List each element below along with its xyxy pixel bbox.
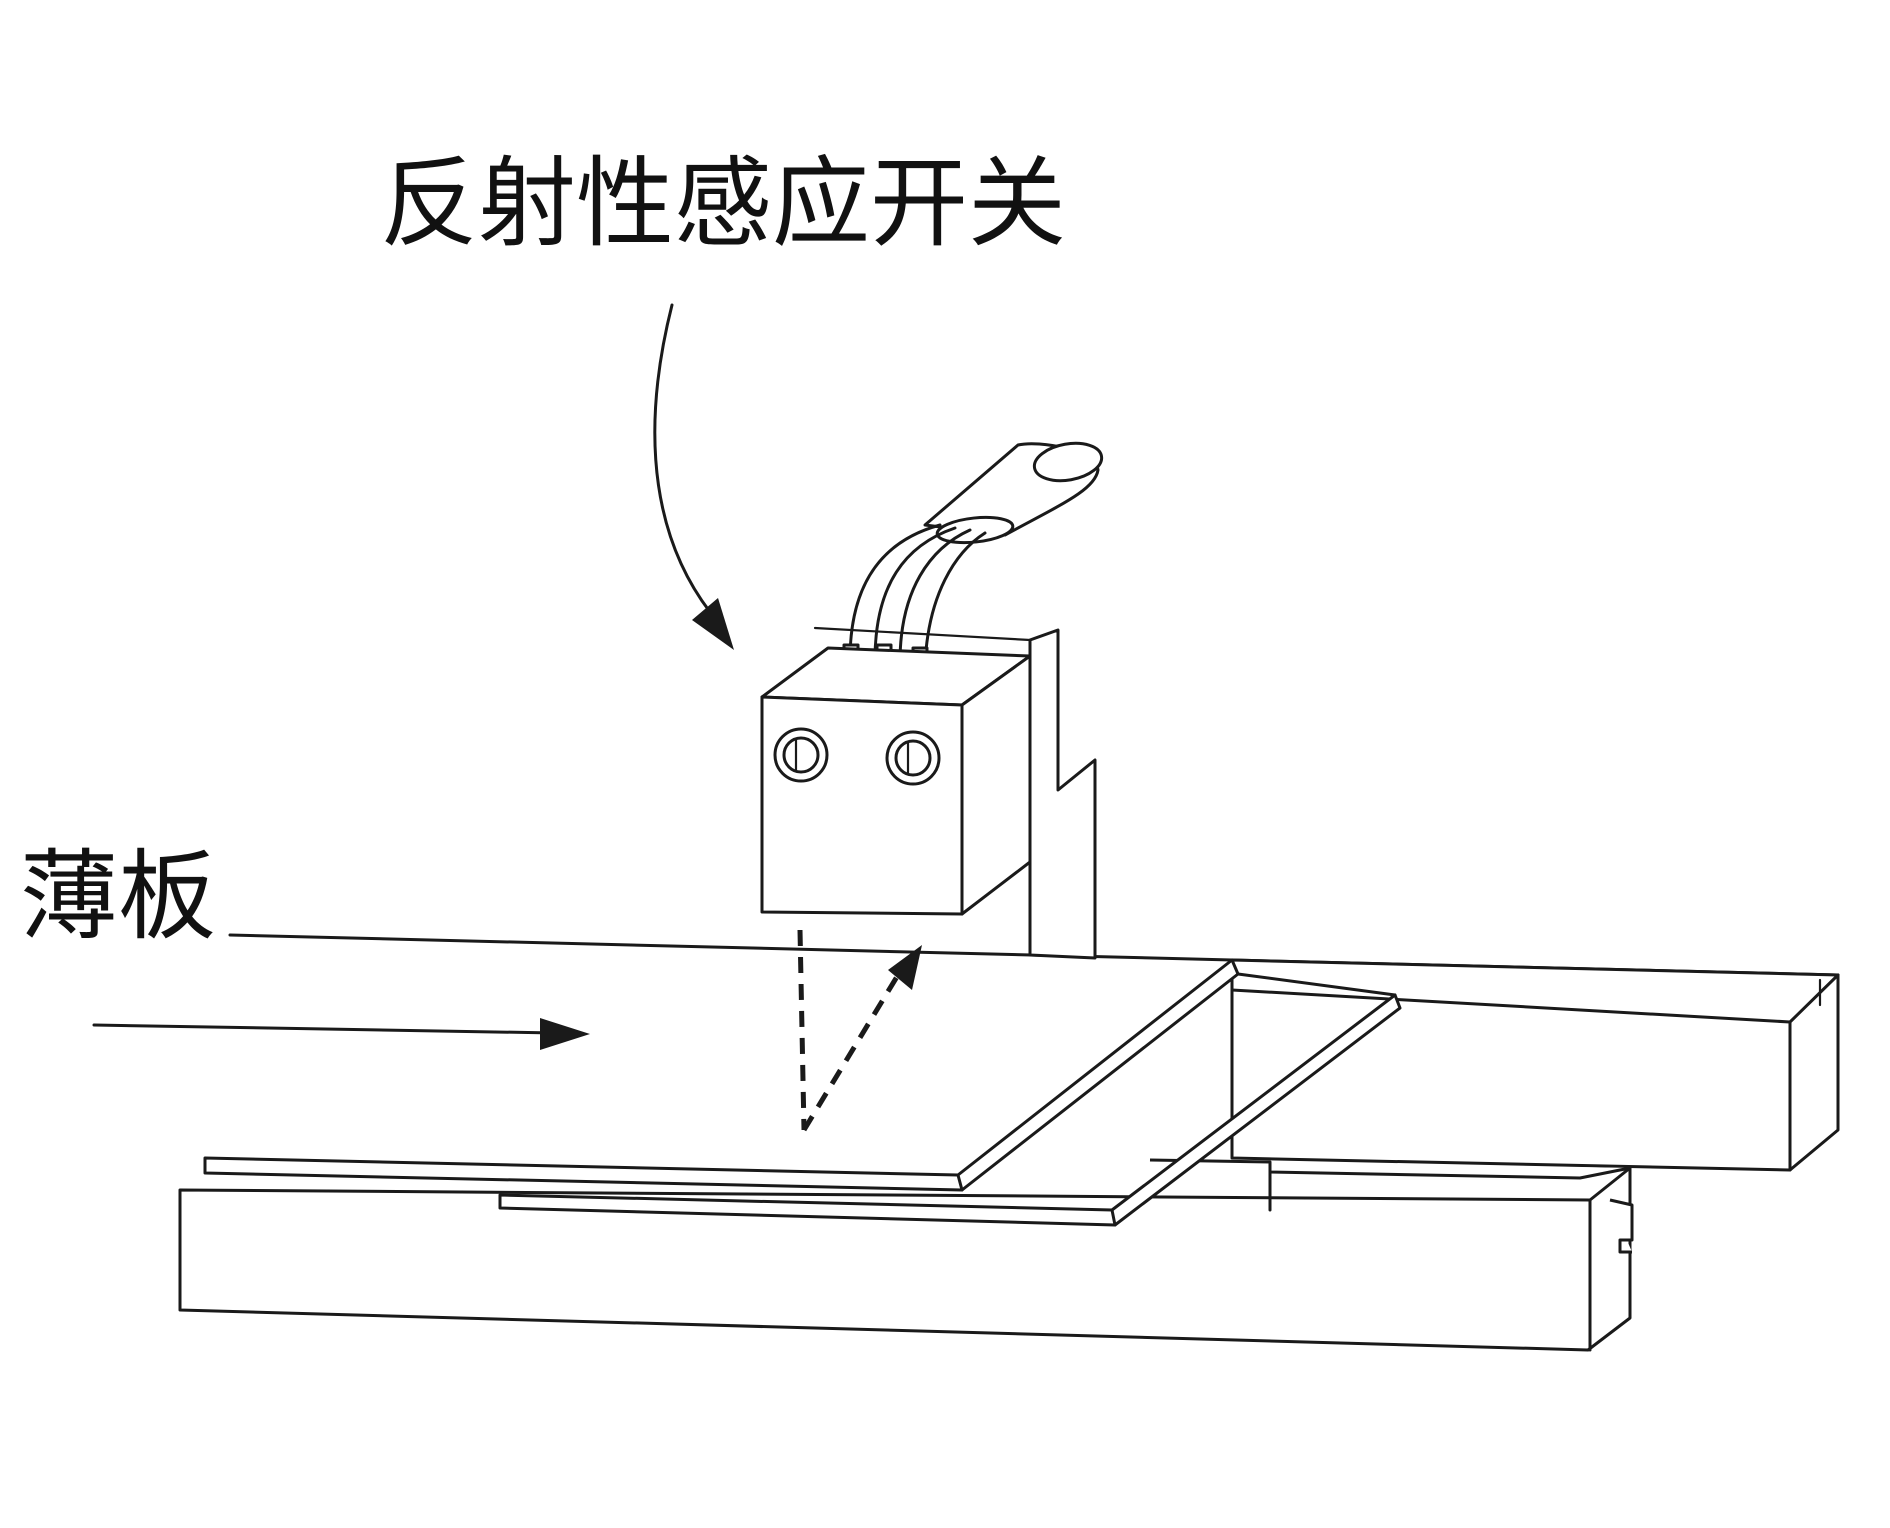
light-beam-icon — [797, 929, 922, 1132]
feed-direction-arrow-icon — [92, 1018, 590, 1050]
thin-sheet-lower — [498, 972, 1402, 1227]
emitter-lens-icon — [773, 727, 829, 783]
sensor-cable — [842, 441, 1104, 678]
receiver-lens-icon — [885, 730, 941, 786]
sheet-label: 薄板 — [20, 840, 216, 954]
sensor-label: 反射性感应开关 — [380, 147, 1066, 261]
pointer-arrow-icon — [653, 303, 734, 650]
front-rail — [178, 1158, 1634, 1352]
reflective-sensor — [760, 646, 1032, 916]
thin-sheet-upper — [203, 958, 1240, 1192]
